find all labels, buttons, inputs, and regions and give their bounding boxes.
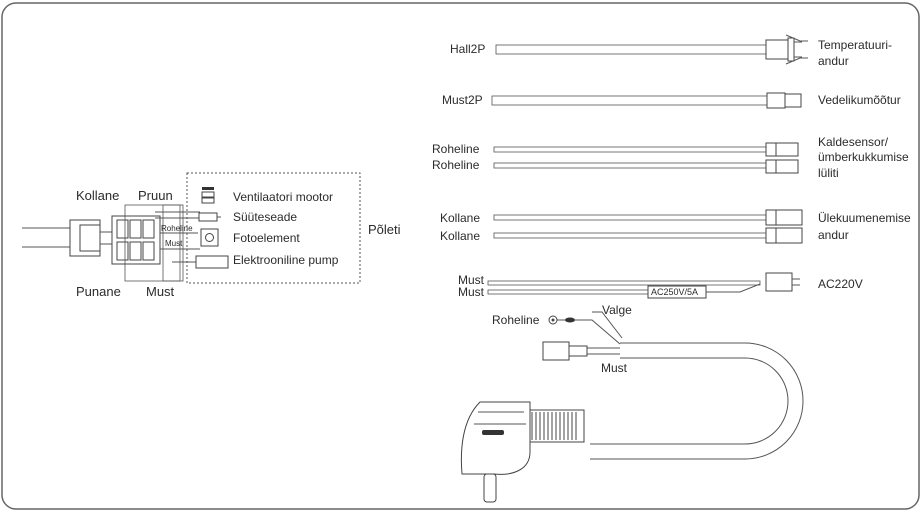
cable-must2p: Must2P Vedelikumõõtur: [442, 92, 901, 109]
cable-hall2p: Hall2P Temperatuuri- andur: [450, 34, 892, 68]
left-assembly: Kollane Pruun Punane Must Roheline Must …: [22, 172, 401, 299]
terminal-block: [111, 204, 184, 282]
label-temp-1: Temperatuuri-: [818, 38, 892, 52]
label-plug-green: Roheline: [492, 313, 540, 327]
label-green-1: Roheline: [432, 142, 480, 156]
label-overheat-2: andur: [818, 228, 849, 242]
label-temp-2: andur: [818, 54, 849, 68]
label-ac220v: AC220V: [818, 277, 863, 291]
label-fuse: AC250V/5A: [651, 287, 698, 297]
label-inner-black: Must: [165, 239, 183, 248]
igniter-icon: [198, 212, 221, 222]
fan-motor-icon: [201, 187, 215, 204]
component-igniter: Süüteseade: [233, 210, 297, 224]
label-plug-white: Valge: [602, 303, 632, 317]
power-cord: [460, 311, 804, 503]
label-black-bottom: Must: [146, 284, 175, 299]
label-brown: Pruun: [138, 188, 173, 203]
cable-ac220v: Must Must AC250V/5A AC220V: [458, 272, 863, 299]
cable-tilt-switch: Roheline Roheline Kaldesensor/ ümberkukk…: [432, 135, 909, 180]
component-photocell: Fotoelement: [233, 231, 300, 245]
label-yellow-1: Kollane: [440, 211, 480, 225]
label-yellow-top: Kollane: [76, 188, 119, 203]
label-green-2: Roheline: [432, 158, 480, 172]
label-black-1: Must: [458, 273, 485, 287]
electronic-pump-icon: [195, 255, 229, 269]
label-black-2: Must: [458, 285, 485, 299]
label-must2p: Must2P: [442, 93, 483, 107]
label-red: Punane: [76, 284, 121, 299]
label-level: Vedelikumõõtur: [818, 93, 901, 107]
label-tilt-2: ümberkukkumise: [818, 150, 909, 164]
label-burner: Põleti: [368, 222, 401, 237]
label-tilt-3: lüliti: [818, 166, 839, 180]
photocell-icon: [200, 228, 219, 247]
label-tilt-1: Kaldesensor/: [818, 135, 889, 149]
component-fan-motor: Ventilaatori mootor: [233, 190, 333, 204]
label-inner-green: Roheline: [161, 224, 193, 233]
component-pump: Elektrooniline pump: [233, 253, 339, 267]
label-yellow-2: Kollane: [440, 229, 480, 243]
label-plug-black: Must: [601, 361, 628, 375]
input-plug-icon: [22, 219, 112, 257]
burner-box: [186, 172, 361, 284]
label-hall2p: Hall2P: [450, 42, 485, 56]
cable-overheat-sensor: Kollane Kollane Ülekuumenemise andur: [440, 209, 911, 244]
label-overheat-1: Ülekuumenemise: [818, 211, 911, 225]
